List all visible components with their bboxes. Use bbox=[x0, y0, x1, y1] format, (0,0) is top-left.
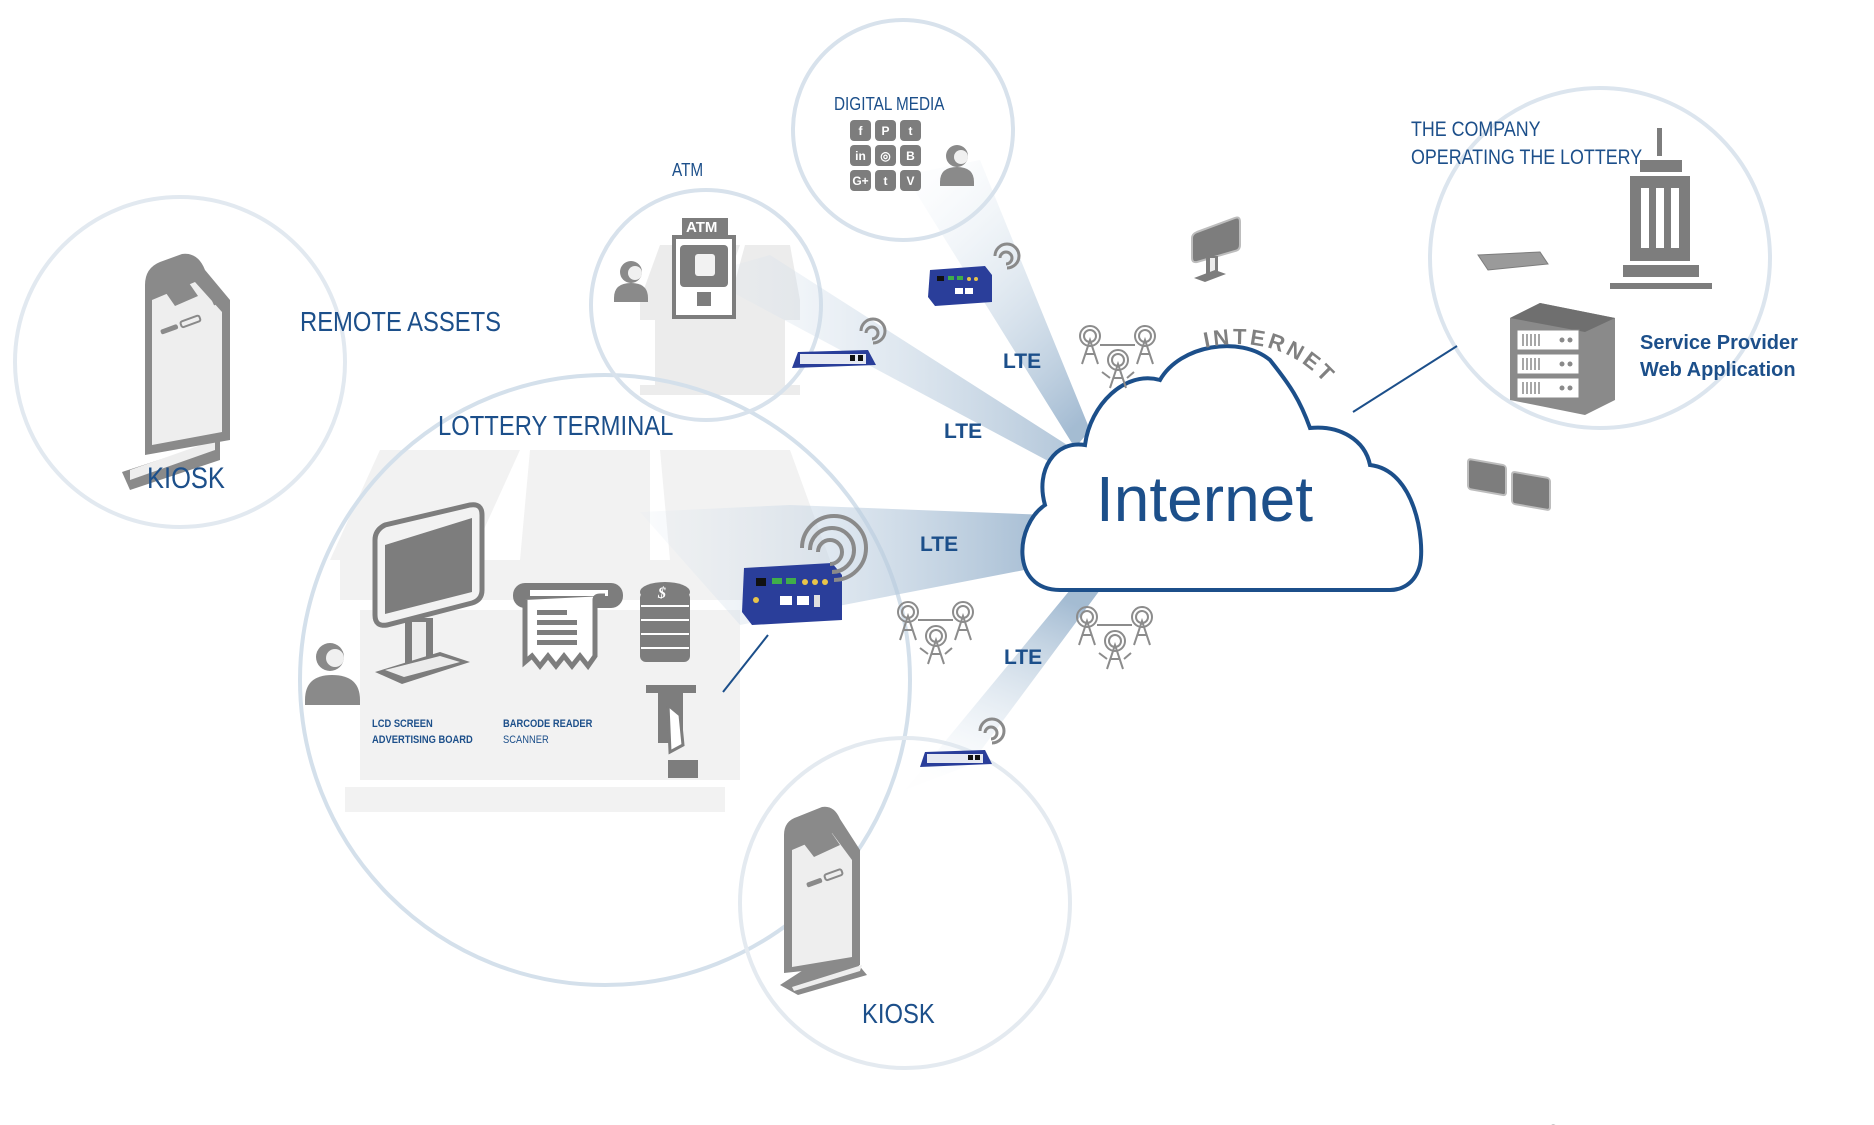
kiosk-left-circle bbox=[13, 195, 347, 529]
svg-text:P: P bbox=[881, 124, 889, 138]
atm-icon bbox=[672, 218, 736, 319]
company-label-line1: THE COMPANY bbox=[1411, 118, 1541, 141]
beam-lottery bbox=[640, 505, 1050, 625]
cell-towers-bottom-right bbox=[1076, 606, 1153, 670]
beam-digital-media bbox=[905, 160, 1090, 448]
svg-text:B: B bbox=[906, 149, 915, 163]
blogger-icon: B bbox=[900, 145, 921, 166]
svg-text:G+: G+ bbox=[852, 174, 868, 188]
barcode-reader-icon bbox=[513, 583, 623, 671]
linkedin-icon: in bbox=[850, 145, 871, 166]
lte-label-kiosk: LTE bbox=[1004, 646, 1043, 669]
router-digital-media-icon bbox=[928, 266, 992, 306]
wifi-signal-lottery-icon bbox=[800, 514, 868, 582]
remote-assets-label: REMOTE ASSETS bbox=[300, 306, 502, 337]
cloud-internet-label: Internet bbox=[1096, 463, 1314, 535]
instagram-icon: ◎ bbox=[875, 145, 896, 166]
atm-section-label: ATM bbox=[672, 160, 704, 180]
facebook-icon: f bbox=[850, 120, 871, 141]
kiosk-bottom-circle bbox=[738, 736, 1072, 1070]
card-payment-icon bbox=[646, 685, 698, 778]
twitter-icon: t bbox=[900, 120, 921, 141]
pinterest-icon: P bbox=[875, 120, 896, 141]
barcode-label-line2: SCANNER bbox=[503, 734, 549, 746]
service-provider-label-line2: Web Application bbox=[1640, 359, 1796, 381]
person-lottery-icon bbox=[305, 643, 360, 705]
svg-text:t: t bbox=[884, 174, 888, 188]
company-circle bbox=[1428, 86, 1772, 430]
router-kiosk-icon bbox=[920, 750, 992, 767]
wifi-signal-kiosk-icon bbox=[978, 717, 1006, 745]
person-atm-icon bbox=[614, 261, 648, 302]
kiosk-left-icon bbox=[122, 253, 230, 490]
lottery-terminal-circle bbox=[298, 373, 912, 987]
lte-label-lottery: LTE bbox=[920, 533, 959, 556]
lcd-screen-icon bbox=[372, 502, 485, 684]
svg-text:f: f bbox=[859, 124, 864, 138]
svg-text:V: V bbox=[906, 174, 914, 188]
building-icon bbox=[1610, 128, 1712, 289]
lte-label-atm: LTE bbox=[944, 420, 983, 443]
router-lottery-icon bbox=[742, 563, 842, 625]
svg-text:◎: ◎ bbox=[880, 149, 891, 163]
svg-text:in: in bbox=[855, 149, 866, 163]
digital-media-label: DIGITAL MEDIA bbox=[834, 94, 945, 114]
router-connector-line bbox=[722, 634, 769, 693]
lcd-label-line1: LCD SCREEN bbox=[372, 718, 433, 730]
svg-text:t: t bbox=[909, 124, 913, 138]
internet-cloud bbox=[1020, 344, 1424, 592]
tumblr-icon: t bbox=[875, 170, 896, 191]
kiosk-bottom-icon bbox=[780, 806, 867, 995]
service-provider-label-line1: Service Provider bbox=[1640, 332, 1798, 354]
lottery-terminal-label: LOTTERY TERMINAL bbox=[438, 410, 674, 441]
workstation-icon bbox=[1467, 251, 1569, 1125]
svg-text:$: $ bbox=[657, 585, 666, 602]
beam-kiosk bbox=[905, 590, 1100, 790]
lcd-stand-small-icon bbox=[1191, 216, 1241, 282]
cell-towers-bottom-left bbox=[897, 601, 974, 665]
lte-label-digital-media: LTE bbox=[1003, 350, 1042, 373]
beam-atm bbox=[700, 255, 1075, 470]
wifi-signal-digital-media-icon bbox=[993, 242, 1021, 270]
cell-towers-top bbox=[1079, 325, 1156, 389]
kiosk-bottom-label: KIOSK bbox=[862, 998, 935, 1029]
company-label-line2: OPERATING THE LOTTERY bbox=[1411, 146, 1643, 169]
google-plus-icon: G+ bbox=[850, 170, 871, 191]
digital-media-circle bbox=[791, 18, 1015, 242]
person-digital-media-icon bbox=[940, 145, 974, 186]
atm-sign-label: ATM bbox=[686, 219, 718, 236]
cloud-to-server-line bbox=[1352, 345, 1458, 413]
kiosk-left-label: KIOSK bbox=[147, 462, 225, 495]
router-atm-icon bbox=[792, 350, 876, 368]
lcd-label-line2: ADVERTISING BOARD bbox=[372, 734, 473, 746]
barcode-label-line1: BARCODE READER bbox=[503, 718, 593, 730]
server-icon bbox=[1510, 303, 1615, 415]
vine-icon: V bbox=[900, 170, 921, 191]
coin-stack-icon: $ bbox=[640, 582, 690, 662]
wifi-signal-atm-icon bbox=[859, 317, 887, 345]
